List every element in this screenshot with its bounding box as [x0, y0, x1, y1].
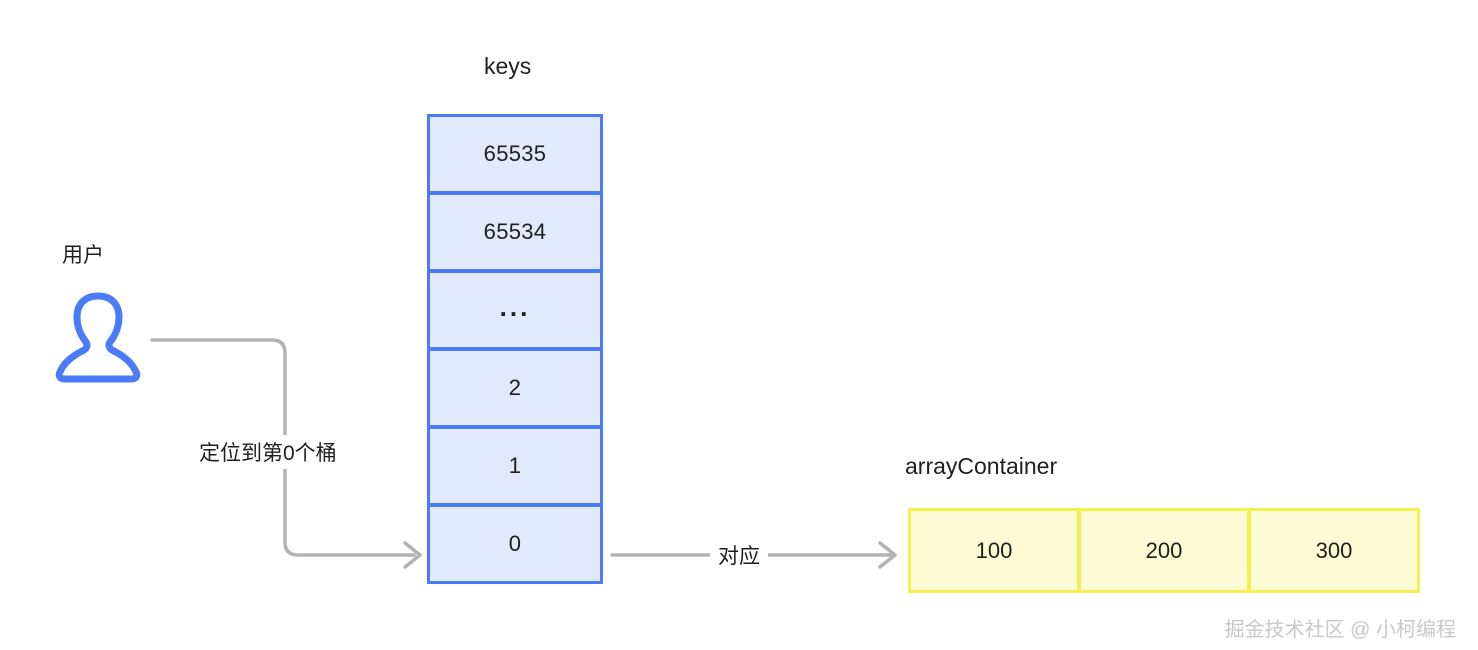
keys-column: 65535 65534 ... 2 1 0 [427, 114, 603, 584]
edge-label-locate: 定位到第0个桶 [193, 435, 343, 469]
array-cell-300[interactable]: 300 [1248, 508, 1420, 593]
user-silhouette-icon [55, 292, 141, 383]
keys-cell-1[interactable]: 1 [427, 426, 603, 506]
array-container: 100 200 300 [908, 508, 1420, 593]
keys-cell-65534[interactable]: 65534 [427, 192, 603, 272]
keys-cell-2[interactable]: 2 [427, 348, 603, 428]
array-cell-100[interactable]: 100 [908, 508, 1080, 593]
keys-cell-ellipsis: ... [427, 270, 603, 350]
arrowhead-user-to-bucket [403, 541, 422, 569]
array-cell-200[interactable]: 200 [1078, 508, 1250, 593]
user-label: 用户 [62, 244, 104, 267]
arrowhead-bucket-to-array [878, 541, 897, 569]
edge-label-correspond: 对应 [710, 538, 768, 572]
array-container-title: arrayContainer [905, 453, 1058, 479]
keys-cell-65535[interactable]: 65535 [427, 114, 603, 194]
watermark: 掘金技术社区 @ 小柯编程 [1224, 619, 1456, 641]
keys-cell-0[interactable]: 0 [427, 504, 603, 584]
keys-title: keys [484, 53, 532, 79]
